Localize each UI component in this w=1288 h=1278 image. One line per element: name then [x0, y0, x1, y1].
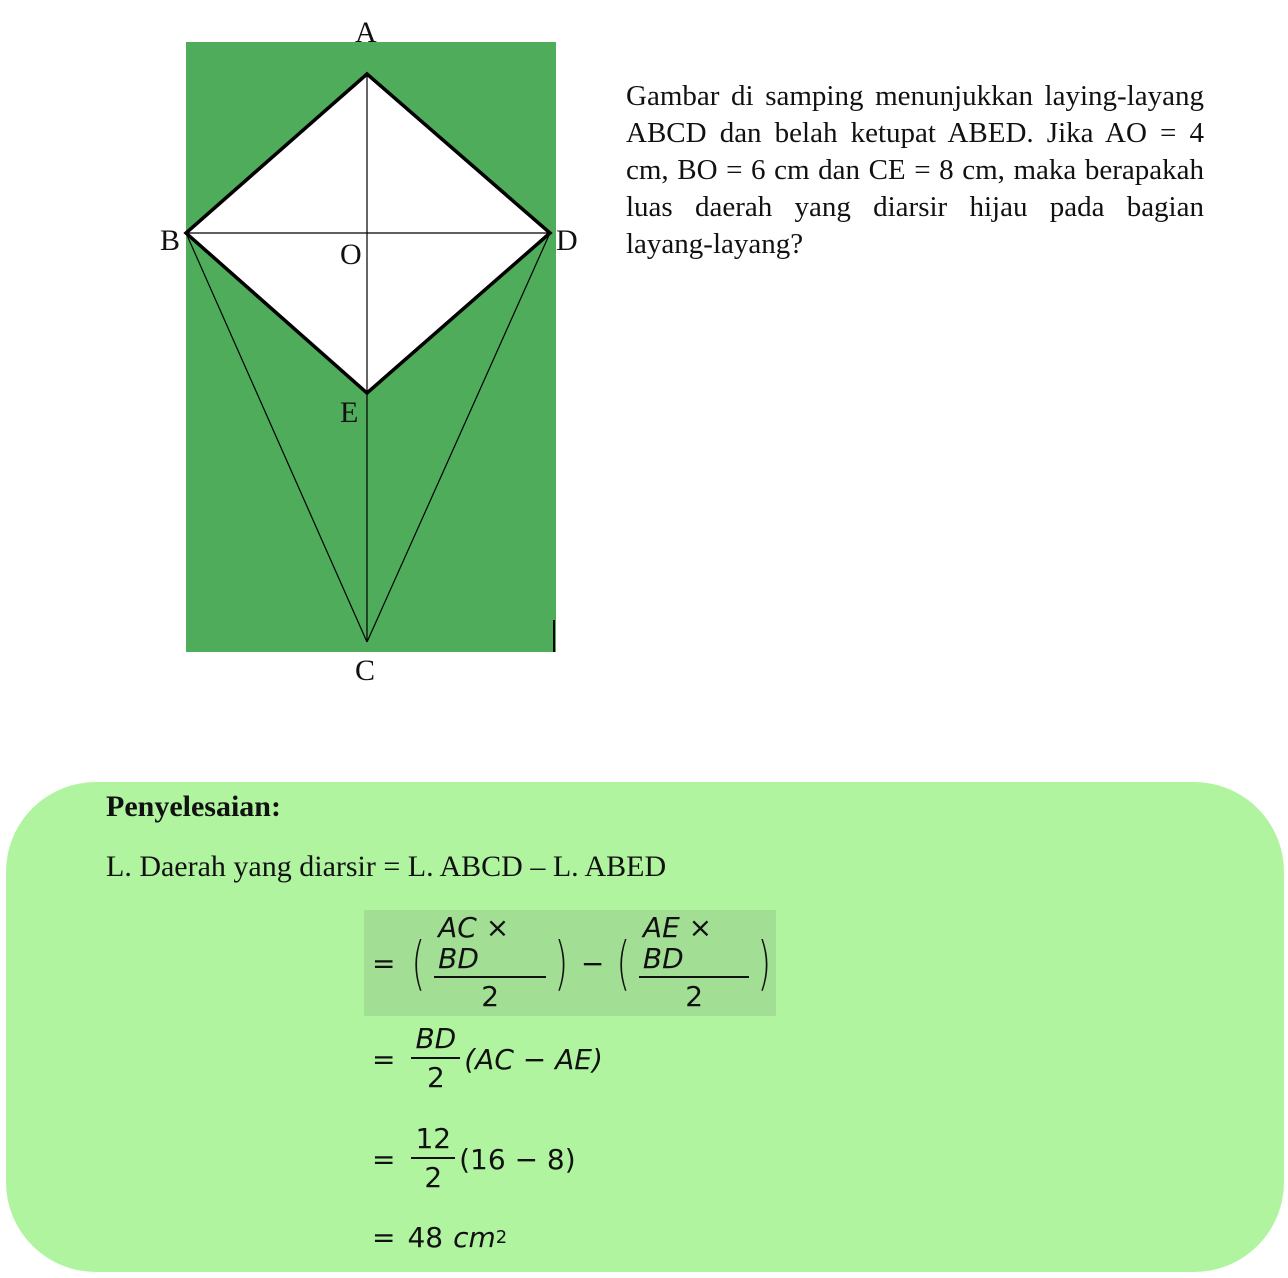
- kite-rhombus-figure: A B O D E C: [160, 16, 578, 687]
- equals-sign: =: [372, 1042, 396, 1076]
- solution-step-1: = ( AC × BD 2 ) − ( AE × BD 2 ): [364, 910, 776, 1016]
- solution-panel: Penyelesaian: L. Daerah yang diarsir = L…: [6, 782, 1284, 1272]
- paren-close: ): [554, 929, 569, 997]
- paren-open: (: [616, 929, 631, 997]
- minus-sign: −: [580, 946, 605, 980]
- fraction-numerator: AE × BD: [638, 912, 750, 979]
- fraction-denominator: 2: [424, 1161, 443, 1194]
- solution-step-2: = BD 2 (AC − AE): [372, 1014, 603, 1104]
- fraction-denominator: 2: [481, 980, 500, 1014]
- fraction-numerator: AC × BD: [434, 912, 547, 979]
- fraction-12-over-2: 12 2: [411, 1123, 456, 1194]
- fraction-bd-over-2: BD 2: [411, 1023, 461, 1094]
- kite-side-bc: [185, 232, 368, 643]
- solution-step-4: = 48 cm 2: [372, 1212, 507, 1262]
- problem-text: Gambar di samping menunjukkan laying-lay…: [626, 80, 1204, 260]
- fraction-ac-bd: AC × BD 2: [434, 912, 547, 1014]
- label-c: C: [355, 654, 375, 687]
- fraction-numerator: BD: [411, 1023, 461, 1059]
- label-d: D: [556, 224, 578, 257]
- label-b: B: [160, 224, 180, 257]
- result-exponent: 2: [495, 1226, 508, 1248]
- expression-rest: (16 − 8): [459, 1142, 576, 1176]
- fraction-denominator: 2: [685, 980, 704, 1014]
- solution-formula-line: L. Daerah yang diarsir = L. ABCD – L. AB…: [106, 850, 667, 883]
- expression-rest: (AC − AE): [464, 1042, 603, 1076]
- paren-open: (: [411, 929, 426, 997]
- paren-close: ): [757, 929, 772, 997]
- result-value: 48: [407, 1220, 444, 1254]
- label-o: O: [340, 238, 362, 271]
- result-unit: cm: [453, 1220, 496, 1254]
- label-e: E: [340, 396, 358, 429]
- equals-sign: =: [372, 1142, 396, 1176]
- solution-title: Penyelesaian:: [106, 790, 281, 823]
- kite-side-dc: [366, 232, 551, 643]
- fraction-ae-bd: AE × BD 2: [638, 912, 750, 1014]
- fraction-denominator: 2: [426, 1061, 445, 1094]
- equals-sign: =: [372, 946, 396, 980]
- equals-sign: =: [372, 1220, 396, 1254]
- solution-step-3: = 12 2 (16 − 8): [372, 1114, 576, 1204]
- label-a: A: [355, 16, 377, 49]
- fraction-numerator: 12: [411, 1123, 456, 1159]
